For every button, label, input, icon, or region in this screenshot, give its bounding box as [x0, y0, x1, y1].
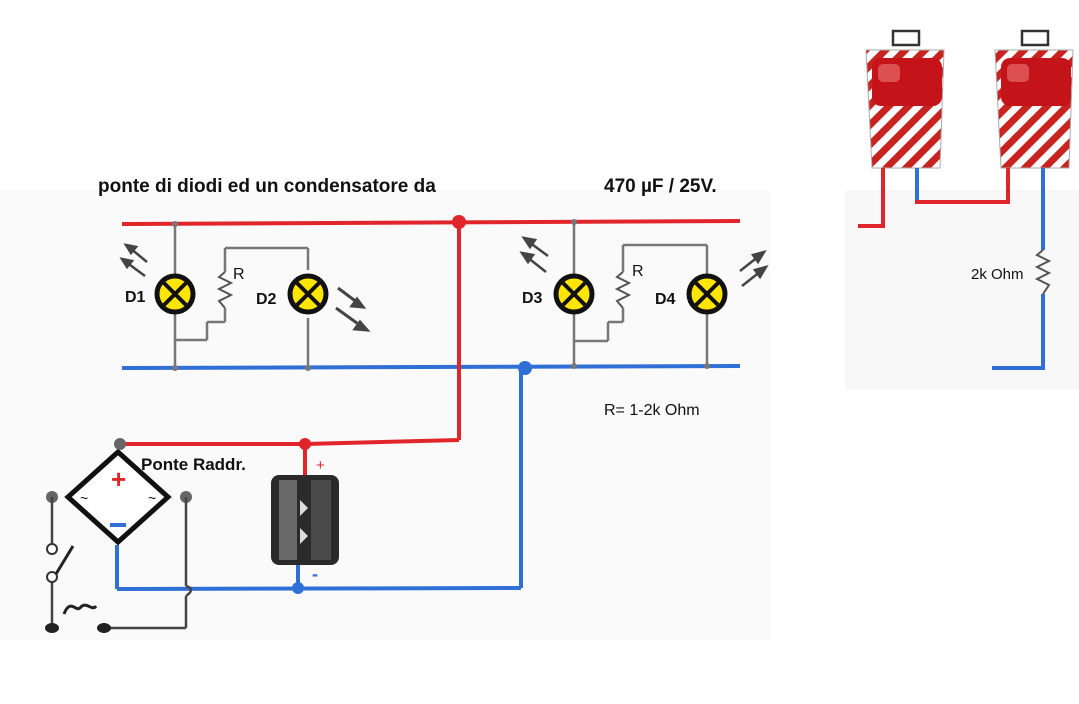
light-arrows-d1-icon	[119, 243, 148, 278]
resistor-left-label: R	[233, 266, 245, 283]
resistor-right	[614, 271, 632, 309]
tail-lamp-left	[865, 29, 945, 169]
light-arrows-d3-icon	[519, 236, 549, 273]
junction-dot	[172, 221, 178, 227]
switch-icon	[46, 543, 75, 583]
led-group-right	[572, 222, 709, 366]
led-group-left	[173, 224, 310, 368]
positive-rail	[121, 219, 741, 226]
led-d4	[686, 273, 728, 315]
negative-rail	[121, 364, 741, 370]
ac-symbol-icon: ~	[80, 490, 88, 506]
junction-dot	[305, 365, 311, 371]
ac-source-icon	[45, 603, 111, 633]
header-text: ponte di diodi ed un condensatore da	[98, 176, 436, 197]
ac-input-wiring	[50, 497, 193, 630]
bridge-minus-mark	[110, 523, 126, 527]
junction-dot	[452, 215, 466, 229]
junction-dot	[571, 219, 577, 225]
terminal-icon	[114, 438, 126, 450]
capacitor-plus: +	[316, 457, 325, 474]
d1-label: D1	[125, 289, 146, 306]
bridge-label: Ponte Raddr.	[141, 455, 246, 474]
resistor-value-note: R= 1-2k Ohm	[604, 402, 700, 419]
resistor-left	[216, 271, 234, 309]
tail-lamp-right	[994, 29, 1074, 169]
capacitor-rating: 470 µF / 25V.	[604, 176, 717, 197]
junction-dot	[299, 438, 311, 450]
junction-dot	[292, 582, 304, 594]
resistor-right-label: R	[632, 263, 644, 280]
junction-dot	[518, 361, 532, 375]
light-arrows-d4-icon	[739, 249, 769, 287]
d4-label: D4	[655, 291, 676, 308]
led-d3	[553, 273, 595, 315]
lamp-wiring	[858, 168, 1045, 370]
d2-label: D2	[256, 291, 277, 308]
capacitor-minus: -	[312, 564, 318, 584]
electrolytic-capacitor	[271, 475, 339, 565]
resistor-2k	[1034, 249, 1052, 295]
resistor-2k-label: 2k Ohm	[971, 266, 1024, 283]
led-d2	[287, 273, 329, 315]
d3-label: D3	[522, 290, 543, 307]
led-d1	[154, 273, 196, 315]
bridge-plus: +	[111, 464, 126, 494]
junction-dot	[571, 363, 577, 369]
ac-symbol-icon: ~	[148, 490, 156, 506]
bridge-rectifier: ~ ~ +	[64, 448, 172, 546]
junction-dot	[172, 365, 178, 371]
light-arrows-d2-icon	[335, 286, 371, 332]
junction-dot	[704, 363, 710, 369]
